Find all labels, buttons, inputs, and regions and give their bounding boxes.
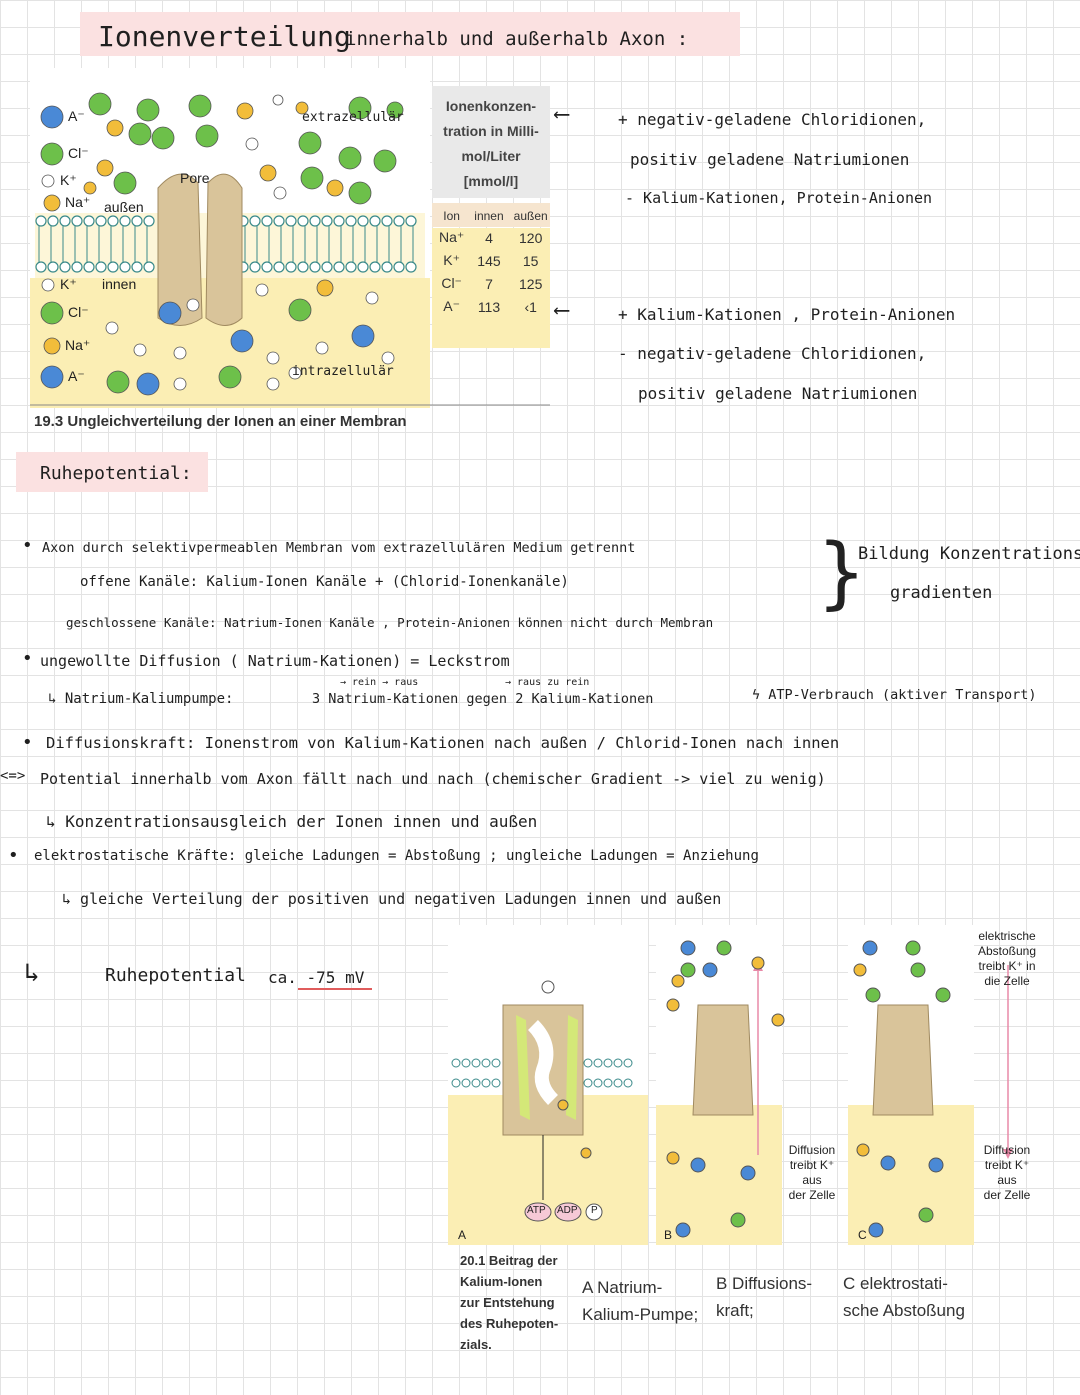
legend-label-k-in: K⁺ xyxy=(60,276,77,292)
ruhe-heading: Ruhepotential: xyxy=(40,463,192,484)
legend-label-k-out: K⁺ xyxy=(60,172,77,188)
bullet-1: • xyxy=(22,535,33,556)
line-5-above-2: → raus zu rein xyxy=(505,677,590,688)
title-right: innerhalb und außerhalb Axon : xyxy=(345,28,689,50)
potassium-panels xyxy=(448,925,1013,1245)
title-highlight xyxy=(80,12,740,56)
legend-label-na-in: Na⁺ xyxy=(65,337,91,353)
brace-note-1: Bildung Konzentrations- xyxy=(858,544,1080,564)
label-extracellular: extrazellulär xyxy=(302,110,404,125)
panel-letter-c: C xyxy=(858,1228,867,1242)
line-4: ungewollte Diffusion ( Natrium-Kationen)… xyxy=(40,652,510,670)
line-10: ↳ gleiche Verteilung der positiven und n… xyxy=(62,890,722,908)
line-5-atp: ϟ ATP-Verbrauch (aktiver Transport) xyxy=(752,687,1037,703)
line-9: elektrostatische Kräfte: gleiche Ladunge… xyxy=(34,848,759,864)
arrow-ruhe: ↳ xyxy=(24,958,40,988)
note-in-1: + Kalium-Kationen , Protein-Anionen xyxy=(618,305,956,324)
extracellular-ions xyxy=(83,92,404,205)
concentration-table-header: Ionenkonzen- tration in Milli- mol/Liter… xyxy=(443,98,539,189)
brace-note-2: gradienten xyxy=(890,583,993,603)
legend-label-a-out: A⁻ xyxy=(68,108,85,124)
bullet-4: • xyxy=(8,845,19,866)
panel-letter-b: B xyxy=(664,1228,673,1242)
note-out-1: + negativ-geladene Chloridionen, xyxy=(618,110,927,129)
bullet-3: • xyxy=(22,732,33,753)
arrow-left-margin: <=> xyxy=(0,768,26,784)
intracellular-ions xyxy=(105,279,395,396)
label-outside: außen xyxy=(104,199,144,215)
legend-label-a-in: A⁻ xyxy=(68,368,85,384)
line-5-above-1: → rein → raus xyxy=(340,677,419,688)
note-in-3: positiv geladene Natriumionen xyxy=(638,384,918,403)
arrow-to-cl-row: ⟵ xyxy=(555,298,569,323)
adp-label: ADP xyxy=(557,1205,578,1216)
arrow-to-header: ⟵ xyxy=(555,102,569,127)
figure1-caption: 19.3 Ungleichverteilung der Ionen an ein… xyxy=(34,413,407,430)
label-inside: innen xyxy=(102,276,137,292)
legend-b: B Diffusions-kraft; xyxy=(716,1274,813,1320)
line-11-ruhe: Ruhepotential xyxy=(105,965,246,986)
line-7: Potential innerhalb vom Axon fällt nach … xyxy=(40,770,826,788)
brace: } xyxy=(818,528,865,618)
line-3: geschlossene Kanäle: Natrium-Ionen Kanäl… xyxy=(66,615,714,630)
line-11-value: ca. -75 mV xyxy=(268,968,365,987)
line-5-pump: ↳ Natrium-Kaliumpumpe: xyxy=(48,691,234,707)
line-8: ↳ Konzentrationsausgleich der Ionen inne… xyxy=(46,812,538,831)
title-left: Ionenverteilung xyxy=(98,20,351,53)
legend-outside xyxy=(40,105,64,212)
membrane-diagram xyxy=(30,68,550,408)
panel-letter-a: A xyxy=(458,1228,467,1242)
note-in-2: - negativ-geladene Chloridionen, xyxy=(618,344,927,363)
ion-distribution-figure: A⁻ Cl⁻ K⁺ Na⁺ außen Pore extrazellulär K… xyxy=(30,68,555,408)
legend-label-cl-in: Cl⁻ xyxy=(68,304,89,320)
label-intracellular: intrazellulär xyxy=(292,364,394,379)
legend-label-cl-out: Cl⁻ xyxy=(68,145,89,161)
legend-label-na-out: Na⁺ xyxy=(65,194,91,210)
line-2: offene Kanäle: Kalium-Ionen Kanäle + (Ch… xyxy=(80,574,569,590)
atp-label: ATP xyxy=(527,1205,546,1216)
p-label: P xyxy=(591,1205,598,1216)
bullet-2: • xyxy=(22,648,33,669)
legend-a: A Natrium-Kalium-Pumpe; xyxy=(582,1278,699,1324)
value-underline xyxy=(298,988,372,990)
ruhe-highlight xyxy=(16,452,208,492)
note-out-2: positiv geladene Natriumionen xyxy=(630,150,910,169)
pore-protein xyxy=(157,173,243,326)
line-6: Diffusionskraft: Ionenstrom von Kalium-K… xyxy=(46,734,840,752)
label-pore: Pore xyxy=(180,170,210,186)
line-5-ions: 3 Natrium-Kationen gegen 2 Kalium-Kation… xyxy=(312,691,654,707)
legend-c: C elektrostati-sche Abstoßung xyxy=(843,1274,965,1320)
note-out-3: - Kalium-Kationen, Protein-Anionen xyxy=(625,189,933,207)
legend-inside xyxy=(40,278,64,389)
figure2-caption: 20.1 Beitrag der Kalium-Ionen zur Entste… xyxy=(460,1253,559,1352)
line-1: Axon durch selektivpermeablen Membran vo… xyxy=(42,540,636,556)
